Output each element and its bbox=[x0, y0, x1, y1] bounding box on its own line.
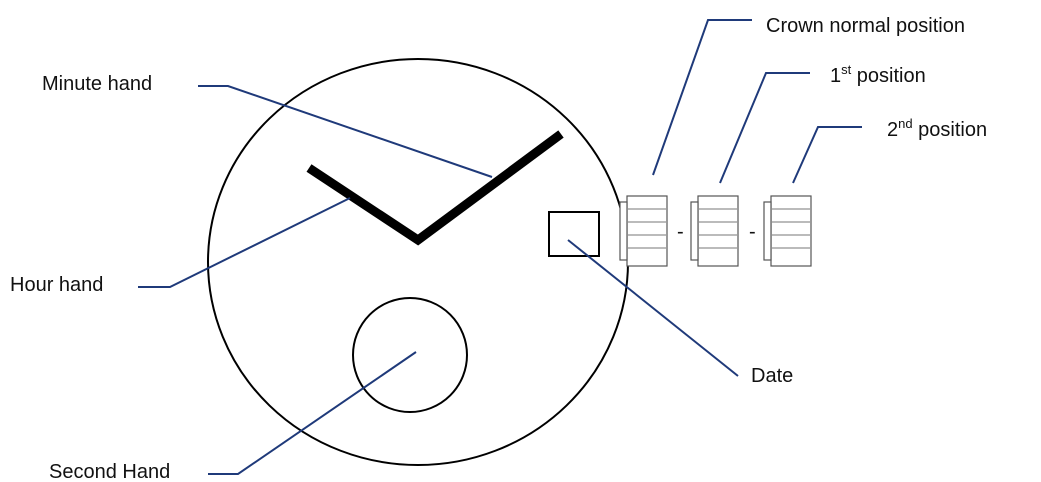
second-position-number: 2 bbox=[887, 119, 898, 141]
crown-separator-1: - bbox=[677, 221, 684, 243]
crown-first-position bbox=[690, 195, 739, 267]
date-window bbox=[548, 211, 600, 257]
second-hand-leader bbox=[208, 351, 417, 475]
second-position-text: position bbox=[913, 119, 988, 141]
crown-separator-2: - bbox=[749, 221, 756, 243]
second-position-leader bbox=[792, 126, 862, 184]
crown-normal-position bbox=[619, 195, 668, 267]
second-position-suffix: nd bbox=[898, 116, 912, 131]
date-label: Date bbox=[751, 365, 793, 387]
first-position-label: 1st position bbox=[830, 62, 926, 87]
first-position-number: 1 bbox=[830, 65, 841, 87]
crown-normal-leader bbox=[652, 19, 752, 176]
first-position-suffix: st bbox=[841, 62, 852, 77]
crown-normal-label: Crown normal position bbox=[766, 15, 965, 37]
hour-hand-label: Hour hand bbox=[10, 274, 103, 296]
date-leader bbox=[567, 239, 739, 377]
second-position-label: 2nd position bbox=[887, 116, 987, 141]
minute-hand-leader bbox=[198, 85, 493, 178]
first-position-leader bbox=[719, 72, 810, 184]
crown-second-position bbox=[763, 195, 812, 267]
minute-hand-label: Minute hand bbox=[42, 73, 152, 95]
watch-hands bbox=[306, 130, 564, 246]
first-position-text: position bbox=[851, 65, 926, 87]
hour-hand-leader bbox=[138, 197, 351, 288]
second-hand-label: Second Hand bbox=[49, 461, 170, 482]
